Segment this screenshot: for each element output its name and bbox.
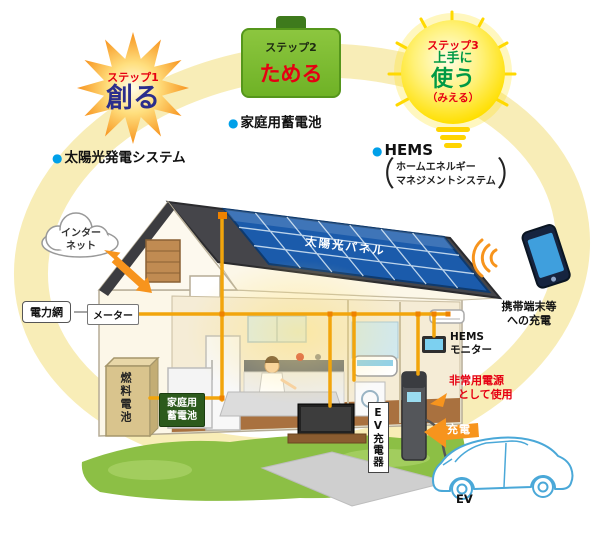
paren-open: （ xyxy=(366,154,396,194)
step1-title: 創る xyxy=(106,83,160,114)
bullet-icon: ● xyxy=(228,116,239,130)
paren-close: ） xyxy=(496,154,526,194)
step3-use: ステップ3 上手に 使う （みえる） xyxy=(398,20,508,148)
roof-edge xyxy=(99,202,174,296)
ev-label: EV xyxy=(456,492,473,506)
step3-line1: 上手に xyxy=(433,51,473,67)
feature-hems: ●HEMS xyxy=(372,141,433,159)
bulb-base xyxy=(444,143,462,148)
internet-link-arrow xyxy=(104,250,152,293)
feature-hems-label: HEMS xyxy=(384,141,434,159)
solar-panel xyxy=(221,207,492,294)
step2-title: ためる xyxy=(259,61,323,86)
home-battery-label: 家庭用 蓄電池 xyxy=(159,393,205,427)
step1-create: ステップ1 創る xyxy=(73,52,193,113)
ev-car xyxy=(432,436,574,500)
emergency-arrow xyxy=(430,393,447,407)
step3-label: ステップ3 xyxy=(427,38,479,52)
charge-arrow xyxy=(424,418,479,448)
feature-home-battery: ●家庭用蓄電池 xyxy=(228,111,321,131)
battery-icon: ステップ2 ためる xyxy=(241,28,341,98)
bullet-icon: ● xyxy=(372,144,383,158)
step1-label: ステップ1 xyxy=(107,71,159,84)
emergency-power-label: 非常用電源 として使用 xyxy=(449,374,513,401)
mobile-charge-label: 携帯端末等 への充電 xyxy=(501,300,557,328)
step3-line3: （みえる） xyxy=(426,92,480,105)
ev-charger-label: EV充電器 xyxy=(368,402,389,473)
step3-line2: 使う xyxy=(430,67,475,93)
hems-subtitle: （ ホームエネルギー マネジメントシステム ） xyxy=(366,154,526,194)
feature-battery-label: 家庭用蓄電池 xyxy=(240,115,322,131)
power-grid-label: 電力網 xyxy=(22,301,71,323)
internet-label: インター ネット xyxy=(61,228,101,252)
bullet-icon: ● xyxy=(52,151,63,165)
step2-label: ステップ2 xyxy=(265,40,317,54)
television xyxy=(287,403,367,444)
charge-label: 充電 xyxy=(447,423,471,436)
fuel-cell-unit xyxy=(104,356,160,438)
sunburst-icon xyxy=(77,32,189,144)
glow xyxy=(186,260,410,404)
battery-terminal xyxy=(276,16,306,28)
hems-monitor-label: HEMS モニター xyxy=(450,331,492,357)
bulb-rays xyxy=(387,10,517,107)
bulb-base xyxy=(436,127,470,132)
smartphone-icon xyxy=(471,224,571,289)
feature-solar-system: ●太陽光発電システム xyxy=(52,146,186,166)
step2-store: ステップ2 ためる xyxy=(241,16,341,98)
meter-label: メーター xyxy=(87,304,139,325)
lightbulb-icon: ステップ3 上手に 使う （みえる） xyxy=(401,20,505,124)
wireless-signal-icon xyxy=(471,238,498,278)
fuel-cell-label: 燃料電池 xyxy=(119,372,132,424)
wire-junctions xyxy=(218,212,451,401)
feature-solar-label: 太陽光発電システム xyxy=(64,150,186,166)
hems-subtitle-text: ホームエネルギー マネジメントシステム xyxy=(396,161,496,187)
hems-monitor-device xyxy=(422,336,446,353)
internet-cloud-icon xyxy=(41,212,119,258)
attic-vent xyxy=(145,239,181,283)
bulb-base xyxy=(440,135,466,140)
